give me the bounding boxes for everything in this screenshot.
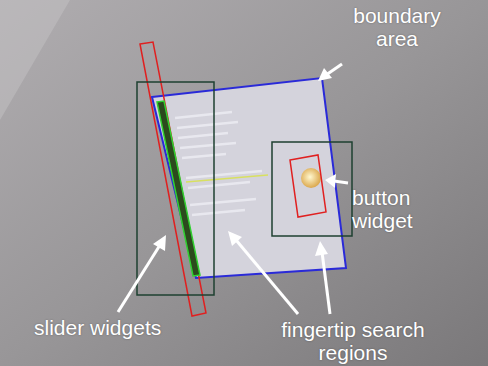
panel-highlight <box>186 175 268 182</box>
callout-label: boundary area <box>332 4 462 50</box>
projected-panel <box>152 78 346 278</box>
callout-label: slider widgets <box>34 316 254 339</box>
callout-label: fingertip search regions <box>264 318 442 364</box>
callout-label: button widget <box>352 186 462 232</box>
button-widget <box>301 168 321 188</box>
wall-shade <box>0 0 70 120</box>
search-region <box>272 142 352 236</box>
slider-outline <box>140 42 206 316</box>
button-outline <box>290 155 326 217</box>
boundary-outline <box>152 78 346 278</box>
panel-text-lines <box>175 112 262 215</box>
callout-arrows <box>118 64 348 314</box>
